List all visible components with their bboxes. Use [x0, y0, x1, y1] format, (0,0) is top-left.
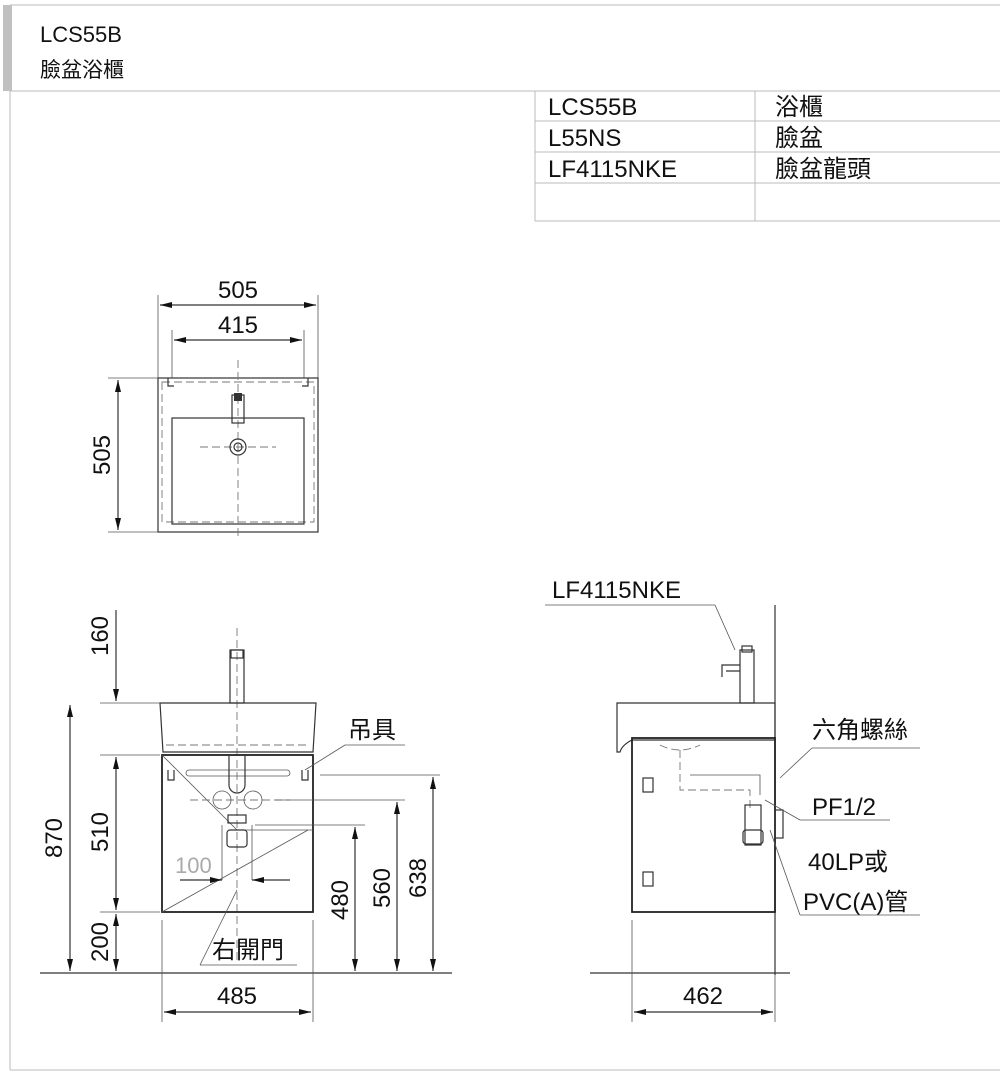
table-code: LF4115NKE [548, 156, 677, 183]
header-model: LCS55B [40, 22, 122, 47]
faucet-model-label: LF4115NKE [552, 577, 681, 604]
dim-cabinet-height: 510 [87, 812, 114, 852]
dim-height-638: 638 [405, 858, 432, 898]
trap-icon [228, 755, 246, 794]
side-view: LF4115NKE 六角螺絲 PF1/2 40LP或 PVC(A)管 [545, 577, 920, 1022]
pf-label: PF1/2 [812, 794, 876, 821]
front-view: 100 吊具 右開門 160 510 200 870 480 560 638 [40, 610, 452, 1022]
dim-total-height: 870 [41, 818, 68, 858]
table-code: LCS55B [548, 94, 637, 121]
drain-label-1: 40LP或 [808, 849, 888, 876]
dim-top-width-inner: 415 [218, 312, 258, 339]
dim-faucet-height: 160 [87, 616, 114, 656]
dim-drain-offset: 100 [175, 853, 212, 878]
hex-screw-label: 六角螺絲 [812, 717, 908, 744]
dim-front-width: 485 [217, 983, 257, 1010]
hanger-label: 吊具 [348, 717, 396, 744]
basin-side [616, 702, 776, 753]
faucet-side-icon [739, 649, 755, 704]
cabinet-front [161, 754, 314, 913]
basin-front [159, 702, 317, 753]
sheet-frame [3, 4, 1000, 1071]
dim-top-depth: 505 [89, 435, 116, 475]
door-label: 右開門 [212, 937, 284, 964]
top-view: 505 415 505 [89, 277, 319, 540]
parts-table: LCS55B 浴櫃 L55NS 臉盆 LF4115NKE 臉盆龍頭 [534, 91, 1000, 222]
drain-pipe-icon [744, 804, 762, 846]
dim-floor-clearance: 200 [87, 922, 114, 962]
dim-side-depth: 462 [683, 983, 723, 1010]
header-title: 臉盆浴櫃 [40, 59, 124, 82]
dim-height-480: 480 [327, 880, 354, 920]
header-side-bar [3, 5, 12, 91]
hanger-bracket [167, 770, 309, 781]
table-name: 臉盆 [775, 125, 823, 152]
drain-icon [229, 438, 247, 456]
dim-top-width-outer: 505 [218, 277, 258, 304]
drain-label-2: PVC(A)管 [803, 889, 908, 916]
table-name: 浴櫃 [775, 94, 823, 121]
dim-height-560: 560 [369, 868, 396, 908]
table-code: L55NS [548, 125, 621, 152]
table-name: 臉盆龍頭 [775, 156, 871, 183]
